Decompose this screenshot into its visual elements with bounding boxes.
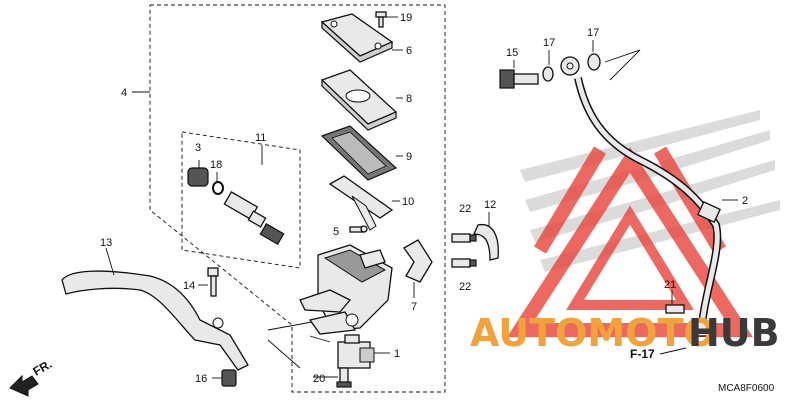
callout-1: 1 [394,348,400,360]
screw-19 [375,11,398,28]
reservoir-cap-6 [320,13,403,63]
master-cylinder-body [299,244,393,335]
diagram-code: MCA8F0600 [718,383,775,394]
watermark-text: AUTOMOTO HUB [470,311,780,355]
watermark-auto: AUTOMOTO [470,311,716,355]
plate-8 [320,69,403,131]
callout-16: 16 [195,373,207,385]
bolt-21 [665,290,685,314]
brake-lever-13 [61,247,249,371]
callout-14: 14 [183,280,195,292]
bolt-22-upper [451,233,477,243]
nut-16 [212,369,237,387]
callout-6: 6 [406,45,412,57]
bolt-22-lower [451,258,477,268]
reference-label: F-17 [630,347,655,361]
callout-labels: 1 2 3 4 5 6 7 8 9 10 11 12 13 14 15 16 1… [100,12,748,385]
callout-3: 3 [195,142,201,154]
callout-19: 19 [400,12,412,24]
callout-20: 20 [313,373,325,385]
callout-17b: 17 [587,27,599,39]
callout-9: 9 [406,151,412,163]
watermark-triangle-inner [566,205,694,310]
front-direction-label: FR. [31,357,55,379]
watermark-triangle-outer [507,147,753,337]
callout-22a: 22 [459,203,471,215]
front-direction-indicator: FR. [9,357,55,397]
assembly-box-4 [149,4,446,393]
piston-set-11 [223,145,285,246]
callout-13: 13 [100,237,112,249]
leader-lines [132,91,687,378]
callout-7: 7 [411,301,417,313]
bracket-7 [403,239,433,298]
screw-20 [336,367,352,388]
circlip-18 [212,172,224,195]
washer-17-right [587,40,641,81]
callout-8: 8 [406,93,412,105]
banjo-bolt-15 [499,60,539,89]
callout-12: 12 [484,199,496,211]
holder-12 [473,212,499,261]
callout-22b: 22 [459,281,471,293]
diaphragm-9 [320,125,403,181]
callout-17a: 17 [543,37,555,49]
callout-10: 10 [402,196,414,208]
banjo-fitting [560,56,580,76]
clip-10 [328,175,400,231]
watermark-hub: HUB [688,311,780,355]
assembly-box-11 [181,131,301,269]
callout-2: 2 [742,195,748,207]
callout-18: 18 [210,159,222,171]
brake-hose-2 [574,77,738,337]
callout-11: 11 [255,132,266,144]
watermark-logo [507,146,753,337]
callout-4: 4 [121,87,127,99]
front-arrow-icon [9,374,39,397]
boot-3 [187,160,209,187]
screw-5 [349,225,368,233]
pivot-bolt-14 [198,267,219,297]
washer-17-left [542,50,554,82]
brake-switch-1 [337,334,390,369]
callout-5: 5 [333,226,339,238]
callout-21: 21 [664,279,676,291]
callout-15: 15 [506,47,518,59]
